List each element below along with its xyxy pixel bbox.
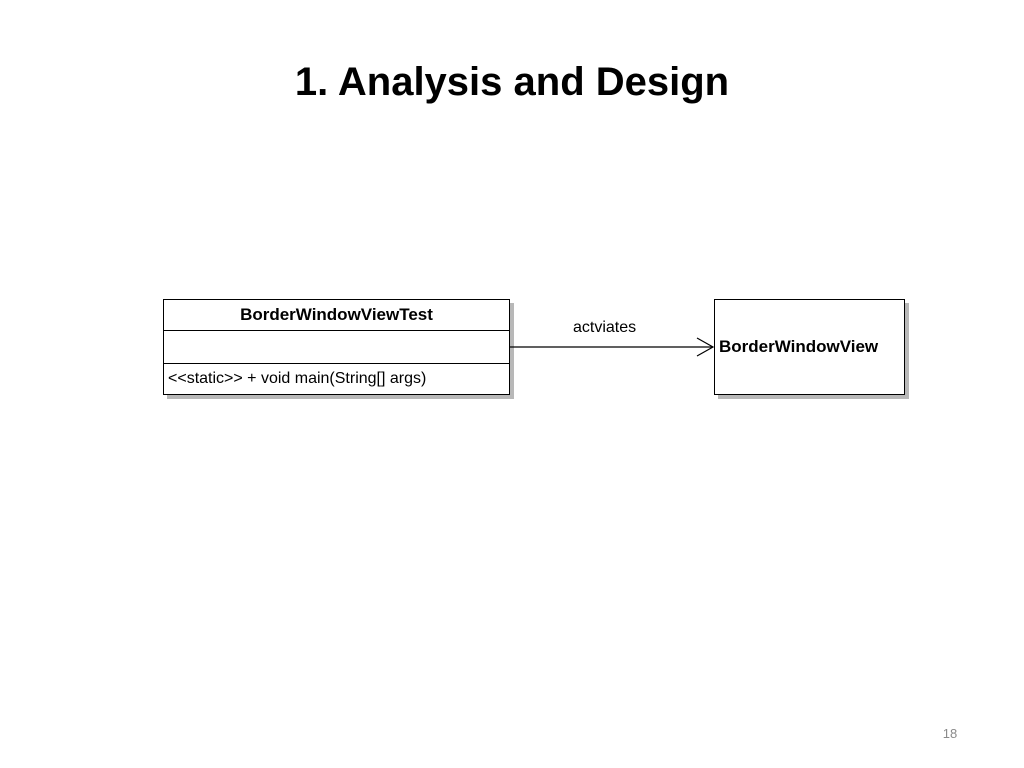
- class-name: BorderWindowView: [719, 337, 879, 356]
- operation-main: <<static>> + void main(String[] args): [168, 370, 427, 387]
- class-box-borderwindowviewtest: BorderWindowViewTest <<static>> + void m…: [163, 299, 510, 395]
- open-arrowhead-icon: [696, 337, 715, 357]
- class-name: BorderWindowViewTest: [164, 300, 509, 331]
- class-box-borderwindowview: BorderWindowView: [714, 299, 905, 395]
- association-label: actviates: [573, 319, 637, 336]
- page-number: 18: [942, 726, 958, 741]
- attributes-compartment: [164, 331, 509, 364]
- slide-title: 1. Analysis and Design: [294, 60, 730, 104]
